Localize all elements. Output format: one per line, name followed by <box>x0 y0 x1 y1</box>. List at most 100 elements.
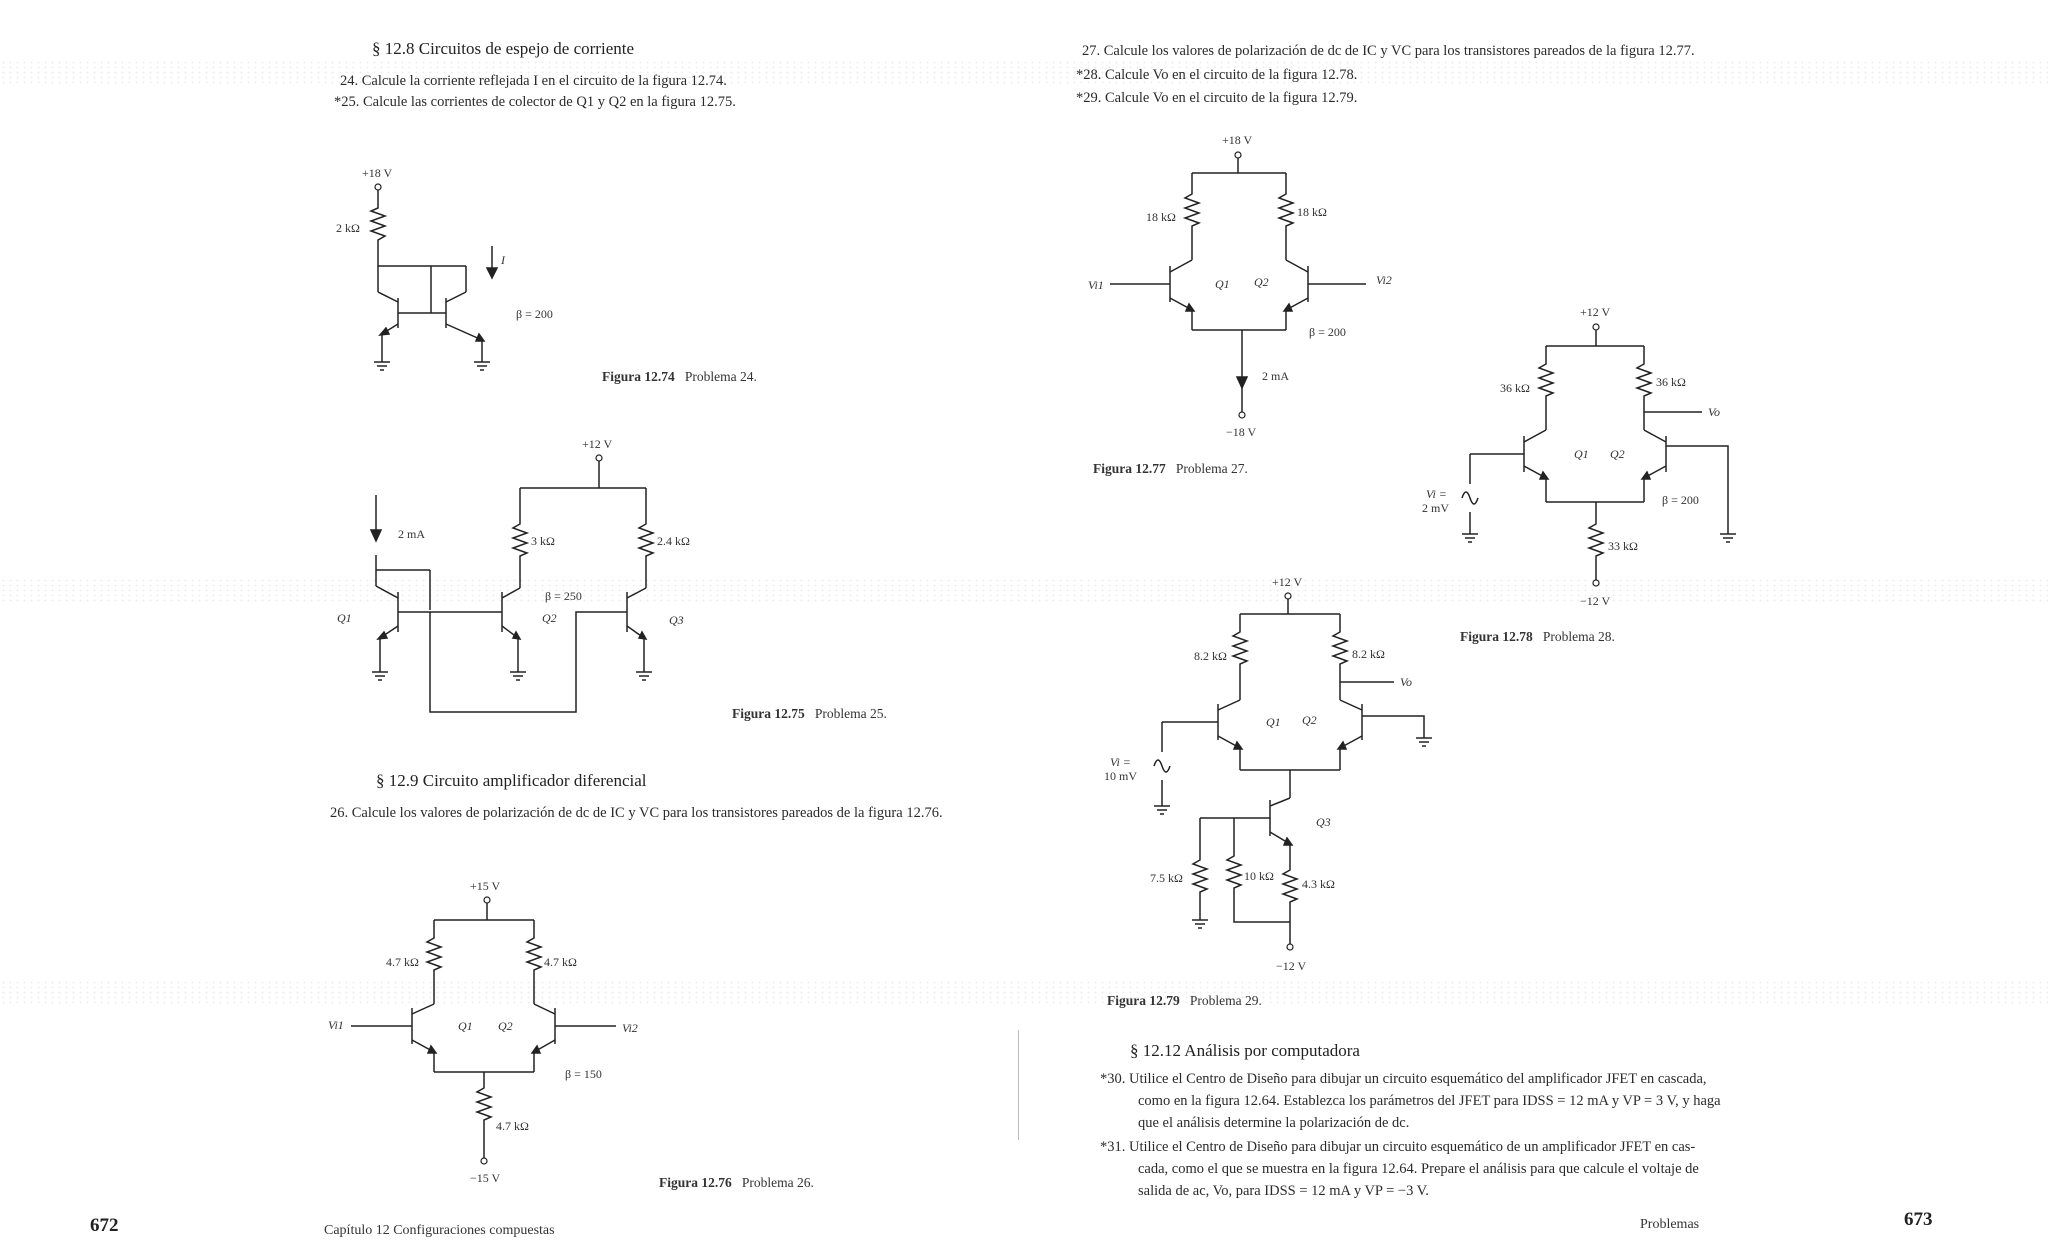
caption-problem: Problema 29. <box>1189 993 1262 1008</box>
fig79-rc1-label: 8.2 kΩ <box>1194 649 1227 663</box>
fig77-beta-label: β = 200 <box>1309 325 1346 339</box>
fig78-vcc-label: +12 V <box>1580 305 1611 319</box>
caption-problem: Problema 24. <box>684 369 757 384</box>
fig78-vo-label: Vo <box>1708 405 1720 419</box>
fig79-q2-label: Q2 <box>1302 713 1317 727</box>
fig77-rc1-label: 18 kΩ <box>1146 210 1176 224</box>
fig79-r2-label: 10 kΩ <box>1244 869 1274 883</box>
fig79-vee-label: −12 V <box>1276 959 1307 973</box>
problem-25: *25. Calcule las corrientes de colector … <box>334 94 736 110</box>
fig79-vi-label: Vi = <box>1110 755 1131 769</box>
fig76-re-label: 4.7 kΩ <box>496 1119 529 1133</box>
fig75-q3-label: Q3 <box>669 613 684 627</box>
page-number-right: 673 <box>1904 1209 1933 1230</box>
fig77-caption: Figura 12.77 Problema 27. <box>1093 462 1248 476</box>
caption-problem: Problema 28. <box>1542 629 1615 644</box>
page-number-left: 672 <box>90 1215 119 1236</box>
fig77-ie-label: 2 mA <box>1262 369 1289 383</box>
fig77-vi1-label: Vi1 <box>1088 278 1104 292</box>
problem-29: *29. Calcule Vo en el circuito de la fig… <box>1076 90 1358 106</box>
fig76-q1-label: Q1 <box>458 1019 473 1033</box>
fig77-q1-label: Q1 <box>1215 277 1230 291</box>
fig79-vo-label: Vo <box>1400 675 1412 689</box>
problem-30-line3: que el análisis determine la polarizació… <box>1138 1115 1410 1131</box>
problem-24: 24. Calcule la corriente reflejada I en … <box>340 73 727 89</box>
page-footer-left: Capítulo 12 Configuraciones compuestas <box>324 1223 555 1238</box>
fig77-rc2-label: 18 kΩ <box>1297 205 1327 219</box>
fig74-current-label: I <box>501 253 505 267</box>
page-gutter <box>1018 1030 1019 1140</box>
fig79-r1-label: 7.5 kΩ <box>1150 871 1183 885</box>
fig78-re-label: 33 kΩ <box>1608 539 1638 553</box>
problem-27: 27. Calcule los valores de polarización … <box>1082 43 1695 59</box>
page-footer-right: Problemas <box>1640 1217 1700 1232</box>
fig77-vi2-label: Vi2 <box>1376 273 1392 287</box>
fig77-vee-label: −18 V <box>1226 425 1257 439</box>
fig78-vee-label: −12 V <box>1580 594 1611 608</box>
fig76-caption: Figura 12.76 Problema 26. <box>659 1176 814 1190</box>
fig76-rc1-label: 4.7 kΩ <box>386 955 419 969</box>
problem-31-line1: *31. Utilice el Centro de Diseño para di… <box>1100 1139 1696 1155</box>
problem-26: 26. Calcule los valores de polarización … <box>330 805 943 821</box>
fig78-rc1-label: 36 kΩ <box>1500 381 1530 395</box>
fig77-vcc-label: +18 V <box>1222 133 1253 147</box>
fig75-r2-label: 2.4 kΩ <box>657 534 690 548</box>
fig78-caption: Figura 12.78 Problema 28. <box>1460 630 1615 644</box>
fig75-q1-label: Q1 <box>337 611 352 625</box>
caption-problem: Problema 26. <box>741 1175 814 1190</box>
fig76-beta-label: β = 150 <box>565 1067 602 1081</box>
fig75-r1-label: 3 kΩ <box>531 534 555 548</box>
fig79-q3-label: Q3 <box>1316 815 1331 829</box>
fig76-vcc-label: +15 V <box>470 879 501 893</box>
section-heading: § 12.8 Circuitos de espejo de corriente <box>372 39 635 58</box>
fig78-q1-label: Q1 <box>1574 447 1589 461</box>
problem-31-line3: salida de ac, Vo, para IDSS = 12 mA y VP… <box>1138 1183 1429 1199</box>
fig75-beta-label: β = 250 <box>545 589 582 603</box>
fig79-vcc-label: +12 V <box>1272 575 1303 589</box>
fig77-q2-label: Q2 <box>1254 275 1269 289</box>
fig76-q2-label: Q2 <box>498 1019 513 1033</box>
caption-problem: Problema 27. <box>1175 461 1248 476</box>
section-heading: § 12.9 Circuito amplificador diferencial <box>376 771 647 790</box>
fig79-q1-label: Q1 <box>1266 715 1281 729</box>
fig76-vee-label: −15 V <box>470 1171 501 1185</box>
fig74-caption: Figura 12.74 Problema 24. <box>602 370 757 384</box>
fig75-caption: Figura 12.75 Problema 25. <box>732 707 887 721</box>
fig74-vcc-label: +18 V <box>362 166 393 180</box>
caption-figure: Figura 12.74 <box>602 369 675 384</box>
problem-31-line2: cada, como el que se muestra en la figur… <box>1138 1161 1699 1177</box>
problem-30-line2: como en la figura 12.64. Establezca los … <box>1138 1093 1721 1109</box>
fig76-vi1-label: Vi1 <box>328 1018 344 1032</box>
section-heading: § 12.12 Análisis por computadora <box>1130 1041 1360 1060</box>
fig78-q2-label: Q2 <box>1610 447 1625 461</box>
fig75-iref-label: 2 mA <box>398 527 425 541</box>
scan-noise-band <box>0 980 2048 1006</box>
fig79-vi-value: 10 mV <box>1104 769 1137 783</box>
fig74-resistor-label: 2 kΩ <box>336 221 360 235</box>
caption-problem: Problema 25. <box>814 706 887 721</box>
fig74-beta-label: β = 200 <box>516 307 553 321</box>
fig79-rc2-label: 8.2 kΩ <box>1352 647 1385 661</box>
fig78-rc2-label: 36 kΩ <box>1656 375 1686 389</box>
caption-figure: Figura 12.76 <box>659 1175 732 1190</box>
fig79-r3-label: 4.3 kΩ <box>1302 877 1335 891</box>
fig78-beta-label: β = 200 <box>1662 493 1699 507</box>
fig76-vi2-label: Vi2 <box>622 1021 638 1035</box>
fig76-rc2-label: 4.7 kΩ <box>544 955 577 969</box>
scan-noise-band <box>0 578 2048 604</box>
fig79-caption: Figura 12.79 Problema 29. <box>1107 994 1262 1008</box>
scan-noise-band <box>0 60 2048 86</box>
caption-figure: Figura 12.77 <box>1093 461 1166 476</box>
caption-figure: Figura 12.78 <box>1460 629 1533 644</box>
fig78-vi-value: 2 mV <box>1422 501 1449 515</box>
problem-30-line1: *30. Utilice el Centro de Diseño para di… <box>1100 1071 1707 1087</box>
caption-figure: Figura 12.79 <box>1107 993 1180 1008</box>
fig78-vi-label: Vi = <box>1426 487 1447 501</box>
fig75-q2-label: Q2 <box>542 611 557 625</box>
